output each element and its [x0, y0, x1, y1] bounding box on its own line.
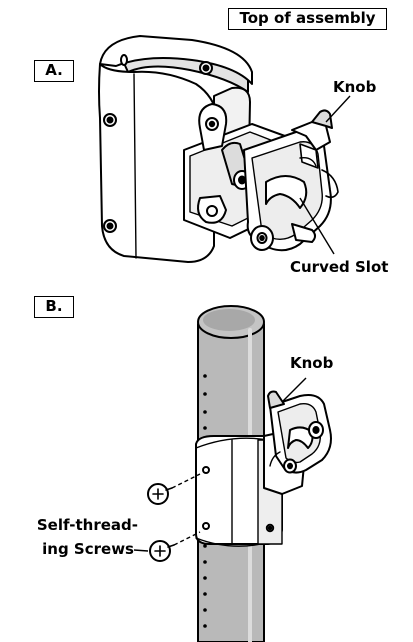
screws-callout-line2: ing Screws: [42, 540, 134, 558]
panel-b-leaders: [133, 377, 307, 552]
screws-callout-line1: Self-thread-: [36, 516, 138, 534]
clamp-fold-line: [133, 73, 137, 259]
knob-callout-b: Knob: [290, 354, 334, 372]
screws-leader: [133, 549, 149, 552]
top-of-assembly-label: Top of assembly: [228, 8, 387, 30]
curved-slot: [265, 175, 308, 209]
panel-a-leaders: [299, 95, 351, 255]
pole-bracket-knob: [267, 390, 285, 409]
knob-callout-a: Knob: [333, 78, 377, 96]
self-threading-screw-upper: [147, 483, 173, 505]
knob-leader-b: [281, 377, 307, 403]
panel-a-label: A.: [34, 60, 74, 82]
panel-b-label: B.: [34, 296, 74, 318]
panel-a-bracket-drawing: [98, 35, 339, 263]
panel-b-pole-drawing: [147, 305, 332, 642]
screw-upper-guide: [171, 473, 201, 489]
knob-leader-a: [325, 95, 351, 123]
self-threading-screw-lower: [149, 540, 175, 562]
clamp-screw-holes: [103, 54, 213, 233]
screw-lower-guide: [173, 531, 201, 546]
curved-slot-callout: Curved Slot: [290, 258, 389, 276]
curved-slot-leader: [299, 197, 335, 255]
clamp-top-rim: [99, 35, 253, 85]
